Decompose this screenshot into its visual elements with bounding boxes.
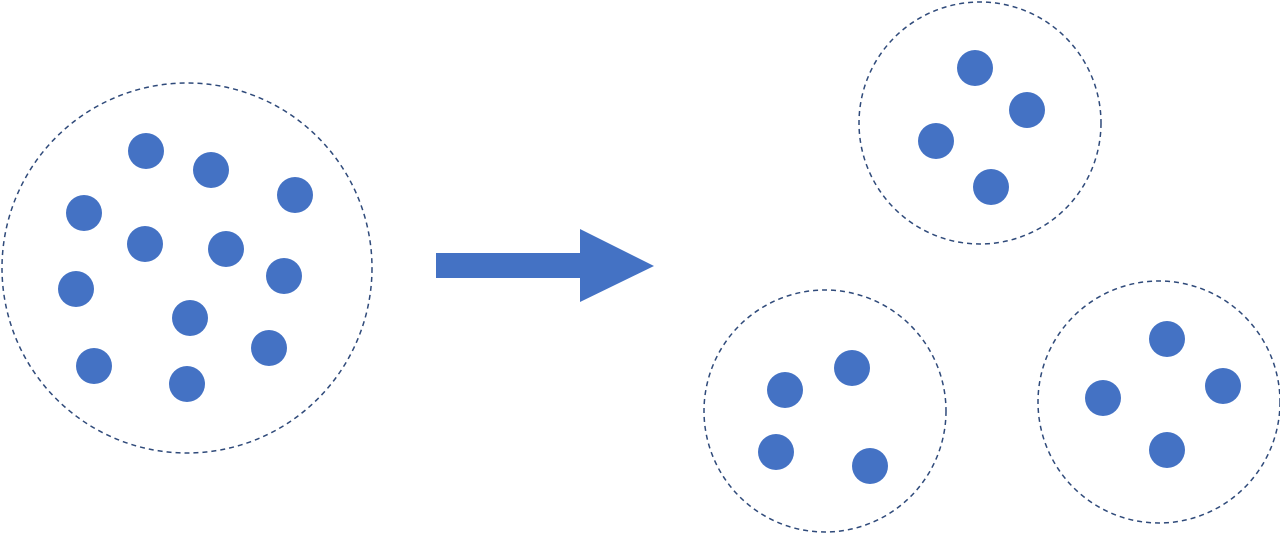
target-group-3-dot-4: [1149, 432, 1185, 468]
target-group-3-boundary: [1037, 280, 1280, 524]
source-dot-6: [208, 231, 244, 267]
source-group: [1, 82, 373, 454]
target-group-1-dot-3: [918, 123, 954, 159]
target-group-1-dot-4: [973, 169, 1009, 205]
target-group-2-boundary: [703, 289, 947, 533]
source-dot-11: [76, 348, 112, 384]
source-dot-8: [58, 271, 94, 307]
source-dot-4: [66, 195, 102, 231]
source-dot-10: [251, 330, 287, 366]
target-group-3-dot-2: [1205, 368, 1241, 404]
target-group-3: [1037, 280, 1280, 524]
target-group-1-boundary: [858, 1, 1102, 245]
target-group-1-dot-2: [1009, 92, 1045, 128]
target-group-2-dot-3: [758, 434, 794, 470]
target-group-3-dot-1: [1149, 321, 1185, 357]
source-dot-5: [127, 226, 163, 262]
target-group-2: [703, 289, 947, 533]
target-group-2-dot-1: [767, 372, 803, 408]
source-dot-12: [169, 366, 205, 402]
target-group-2-dot-4: [852, 448, 888, 484]
source-boundary: [1, 82, 373, 454]
source-dot-9: [172, 300, 208, 336]
target-group-1-dot-1: [957, 50, 993, 86]
target-group-3-dot-3: [1085, 380, 1121, 416]
source-dot-1: [128, 133, 164, 169]
transition-arrow: [436, 229, 654, 302]
source-dot-7: [266, 258, 302, 294]
source-dot-2: [193, 152, 229, 188]
target-group-1: [858, 1, 1102, 245]
target-group-2-dot-2: [834, 350, 870, 386]
source-dot-3: [277, 177, 313, 213]
target-groups: [703, 1, 1280, 533]
arrow-right-icon: [436, 229, 654, 302]
